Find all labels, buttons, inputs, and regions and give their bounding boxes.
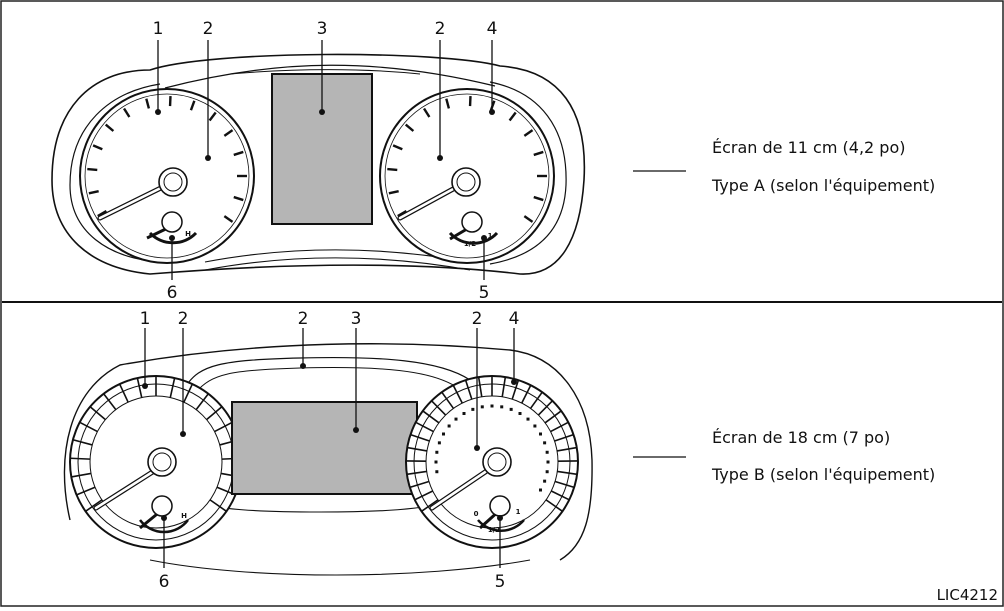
- callout-1: 1: [153, 19, 164, 39]
- gauge-inner-dot: [539, 489, 542, 492]
- display-hood: [186, 358, 470, 386]
- display-hood-inner: [196, 368, 458, 392]
- gauge-inner-dot: [438, 441, 441, 444]
- gauge-tick: [70, 458, 90, 459]
- gauge-inner-dot: [547, 461, 550, 464]
- gauge-inner-dot: [543, 441, 546, 444]
- callout-2: 2: [178, 309, 189, 329]
- right-hub: [452, 168, 480, 196]
- callout-5: 5: [479, 283, 490, 303]
- gauge-inner-dot: [448, 425, 451, 428]
- callout-4: 4: [509, 309, 520, 329]
- caption-line-2: Type A (selon l'équipement): [711, 176, 935, 195]
- gauge-inner-dot: [471, 408, 474, 411]
- figure-code: LIC4212: [937, 586, 998, 604]
- panel-b: H 0 1/2 1: [64, 309, 935, 592]
- callout-3: 3: [317, 19, 328, 39]
- left-hub: [148, 448, 176, 476]
- gauge-inner-dot: [539, 433, 542, 436]
- gauge-inner-dot: [519, 412, 522, 415]
- temp-hub: [152, 496, 172, 516]
- callout-1: 1: [140, 309, 151, 329]
- fuel-half-mark: 1/2: [464, 240, 476, 248]
- caption-line-1: Écran de 18 cm (7 po): [712, 428, 890, 447]
- gauge-inner-dot: [435, 470, 438, 473]
- temp-hub: [162, 212, 182, 232]
- fuel-hub: [490, 496, 510, 516]
- fuel-full-mark: 1: [516, 508, 521, 516]
- fuel-hub: [462, 212, 482, 232]
- gauge-inner-dot: [533, 425, 536, 428]
- gauge-inner-dot: [543, 480, 546, 483]
- callout-2: 2: [203, 19, 214, 39]
- gauge-inner-dot: [546, 451, 549, 454]
- housing-chin: [150, 560, 530, 575]
- gauge-inner-dot: [546, 470, 549, 473]
- gauge-inner-dot: [500, 405, 503, 408]
- gauge-inner-dot: [435, 451, 438, 454]
- callout-5: 5: [495, 572, 506, 592]
- caption-line-2: Type B (selon l'équipement): [711, 465, 935, 484]
- callout-2b: 2: [435, 19, 446, 39]
- right-hub: [483, 448, 511, 476]
- left-hub: [159, 168, 187, 196]
- gauge-tick: [87, 169, 97, 170]
- callout-2b: 2: [298, 309, 309, 329]
- gauge-inner-dot: [491, 405, 494, 408]
- temp-hot-mark: H: [185, 230, 191, 238]
- gauge-inner-dot: [526, 418, 529, 421]
- temp-hot-mark: H: [181, 512, 187, 520]
- caption-line-1: Écran de 11 cm (4,2 po): [712, 138, 905, 157]
- callout-6: 6: [167, 283, 178, 303]
- fuel-full-mark: 1: [488, 232, 493, 240]
- callout-2c: 2: [472, 309, 483, 329]
- gauge-inner-dot: [481, 405, 484, 408]
- gauge-inner-dot: [510, 408, 513, 411]
- gauge-inner-dot: [455, 418, 458, 421]
- callout-4: 4: [487, 19, 498, 39]
- fuel-half-mark: 1/2: [488, 526, 500, 534]
- gauge-tick: [387, 169, 397, 170]
- center-display: [232, 402, 417, 494]
- gauge-inner-dot: [435, 461, 438, 464]
- panel-a: H 1/2 1: [52, 19, 935, 303]
- callout-6: 6: [159, 572, 170, 592]
- callout-3: 3: [351, 309, 362, 329]
- fuel-empty-mark: 0: [474, 510, 479, 518]
- gauge-inner-dot: [463, 412, 466, 415]
- gauge-inner-dot: [442, 433, 445, 436]
